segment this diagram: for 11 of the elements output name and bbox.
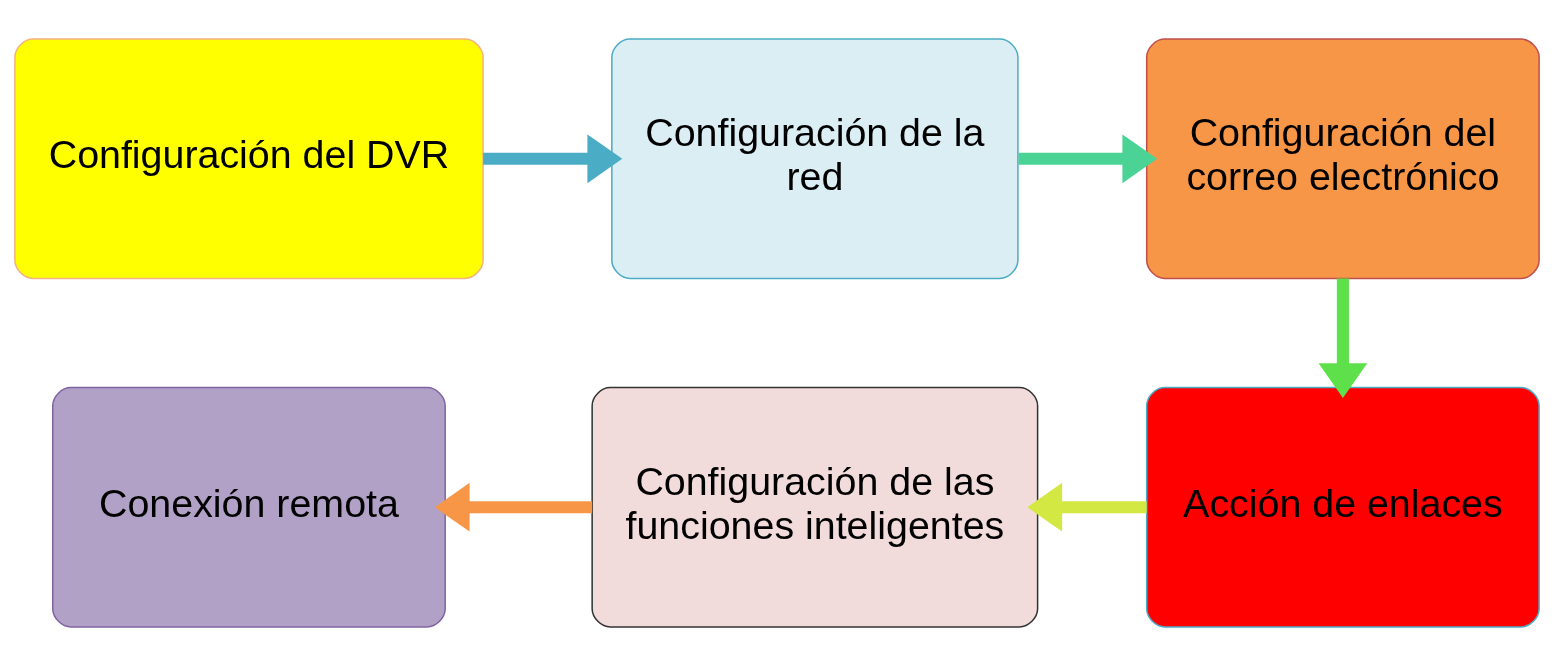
arrow bbox=[483, 133, 623, 183]
node-box: Conexión remota bbox=[52, 386, 446, 628]
node-box: Configuración del correo electrónico bbox=[1145, 37, 1540, 279]
node-box: Configuración de las funciones inteligentes bbox=[591, 386, 1039, 628]
node-box: Configuración de la red bbox=[611, 37, 1019, 279]
arrow bbox=[434, 482, 593, 532]
arrow bbox=[1027, 482, 1147, 532]
arrow bbox=[1018, 133, 1158, 183]
node-box: Acción de enlaces bbox=[1145, 386, 1540, 628]
arrow bbox=[1318, 277, 1368, 398]
node-box: Configuración del DVR bbox=[14, 37, 484, 279]
